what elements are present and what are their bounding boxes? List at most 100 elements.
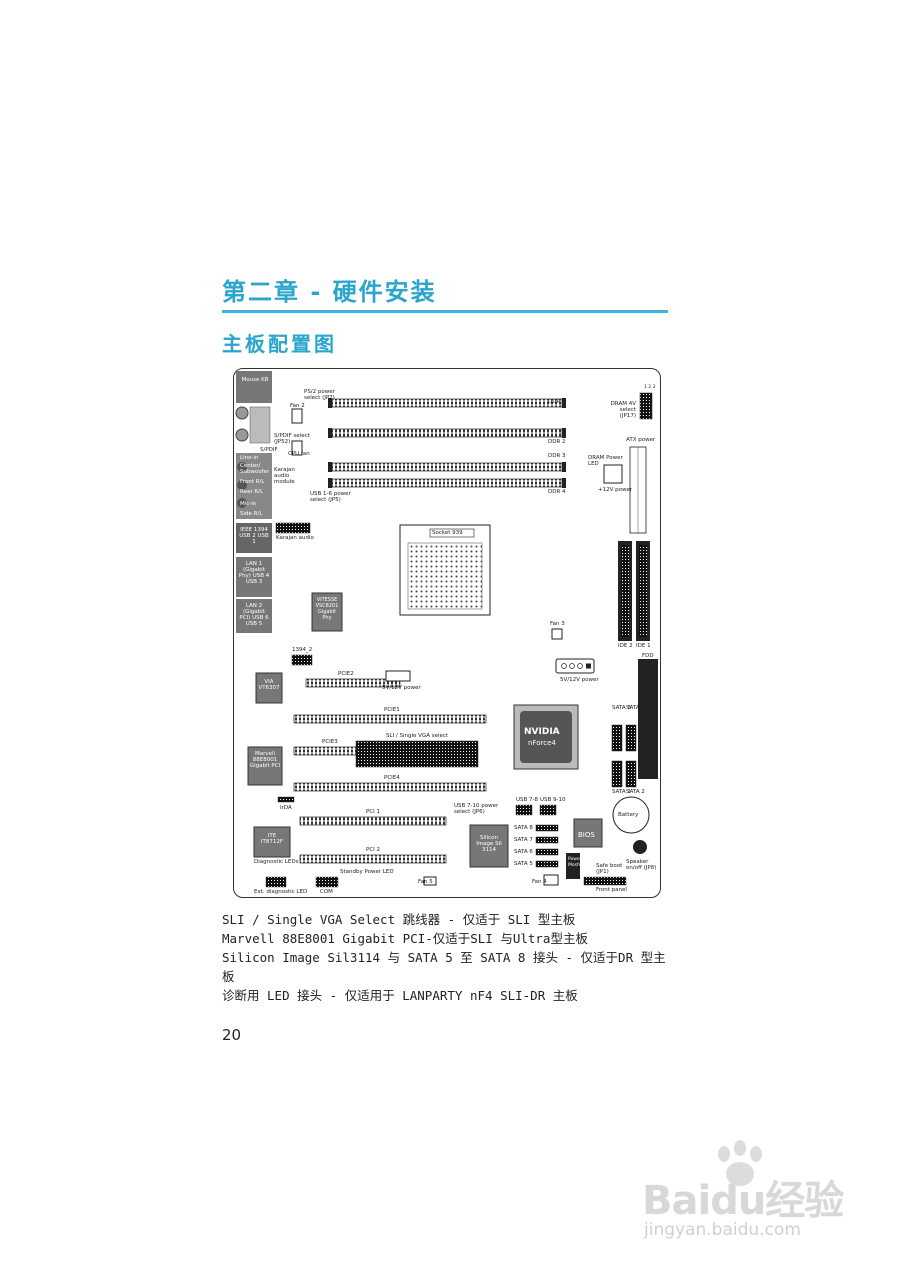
label-usb710-power: USB 7-10 power select (JP6) [454, 803, 499, 815]
label-usb16-power: USB 1-6 power select (JP5) [310, 491, 351, 503]
label-5v12v-power: 5V/12V power [560, 677, 599, 683]
label-ide1: IDE 1 [636, 643, 651, 649]
page-number: 20 [222, 1026, 242, 1044]
label-atx-power: ATX power [626, 437, 656, 443]
label-sata4: SATA 4 [626, 705, 645, 711]
label-ext-diagnostic-led: Ext. diagnostic LED [254, 889, 308, 895]
label-ps2-power-select: PS/2 power select (JP7) [304, 389, 335, 401]
label-line-in: Line-in [240, 455, 259, 461]
note-line: Marvell 88E8001 Gigabit PCI-仅适于SLI 与Ultr… [222, 931, 588, 946]
label-silicon-image: Silicon Image SiI 3114 [476, 835, 502, 853]
watermark: Baidu经验 jingyan.baidu.com [640, 1140, 880, 1270]
label-standby-power-led: Standby Power LED [340, 869, 394, 875]
label-fan5: Fan 5 [418, 879, 433, 885]
paw-icon [718, 1140, 762, 1186]
label-fan3: Fan 3 [550, 621, 565, 627]
label-sata6: SATA 6 [514, 849, 533, 855]
mouse-kb-port [236, 371, 272, 403]
label-usb78: USB 7-8 [516, 797, 539, 803]
label-side-rl: Side R/L [240, 511, 263, 517]
label-sata2: SATA 2 [626, 789, 645, 795]
label-center-sub: Center/ Subwoofer [240, 463, 270, 475]
note-line: 诊断用 LED 接头 - 仅适用于 LANPARTY nF4 SLI-DR 主板 [222, 988, 578, 1003]
label-usb910: USB 9-10 [540, 797, 566, 803]
pcie4-slot [293, 782, 487, 792]
label-diagnostic-leds: Diagnostic LEDs [254, 859, 299, 865]
label-safe-boot: Safe boot (JP1) [596, 863, 623, 875]
motherboard-layout-diagram: Mouse KB PS/2 power select (JP7) Fan 2 D… [233, 368, 661, 898]
label-mic-in: Mic-in [240, 501, 257, 507]
label-ide2: IDE 2 [618, 643, 633, 649]
label-bios: BIOS [578, 831, 595, 839]
pci2-slot [299, 854, 447, 864]
label-sata1: SATA 1 [612, 789, 631, 795]
label-pin-nums: 1 2 3 [644, 385, 656, 390]
label-cpu-fan: CPU fan [288, 451, 310, 457]
label-lan1: LAN 1 (Gigabit Phy) USB 4 USB 3 [238, 561, 270, 585]
label-dram-power-led: DRAM Power LED [588, 455, 623, 467]
notes-block: SLI / Single VGA Select 跳线器 - 仅适于 SLI 型主… [222, 910, 672, 1005]
label-power-mosfet: Power Mosfet [568, 857, 584, 868]
label-sata7: SATA 7 [514, 837, 533, 843]
label-sli-select: SLI / Single VGA select [386, 733, 449, 739]
label-ieee1394: IEEE 1394 USB 2 USB 1 [239, 527, 269, 545]
watermark-url: jingyan.baidu.com [644, 1220, 801, 1240]
label-front-panel: Front panel [596, 887, 627, 893]
vitesse-chip [311, 592, 343, 632]
label-nvidia: NVIDIA [524, 727, 560, 737]
label-5v12v-power-2: 5V/12V power [382, 685, 421, 691]
chapter-title: 第二章 - 硬件安装 [222, 278, 437, 306]
label-sata8: SATA 8 [514, 825, 533, 831]
marvell-chip [247, 746, 283, 786]
label-dram4v: DRAM 4V select (JP17) [610, 401, 636, 419]
label-1394-2: 1394_2 [292, 647, 313, 653]
label-karajan-audio: Karajan audio [276, 535, 314, 541]
label-marvell: Marvell 88E8001 Gigabit PCI [249, 751, 281, 769]
ite-chip [253, 826, 291, 858]
label-pcie2: PCIE2 [338, 671, 354, 677]
label-12v-power: +12V power [598, 487, 633, 493]
label-spdif: S/PDIF [260, 447, 278, 453]
sli-select-jumper [355, 740, 479, 768]
label-via: VIA VT6307 [258, 679, 280, 691]
label-fan2: Fan 2 [290, 403, 305, 409]
label-com: COM [320, 889, 333, 895]
label-nforce4: nForce4 [528, 739, 556, 747]
label-karajan-module: Karajan audio module [274, 467, 295, 485]
battery [612, 796, 650, 834]
pcie3-slot [293, 746, 359, 756]
label-battery: Battery [618, 812, 639, 818]
pci1-slot [299, 816, 447, 826]
silicon-image-chip [469, 824, 509, 868]
label-rear-rl: Rear R/L [240, 489, 264, 495]
lan1-usb-port [236, 557, 272, 597]
note-line: SLI / Single VGA Select 跳线器 - 仅适于 SLI 型主… [222, 912, 576, 927]
label-speaker: Speaker on/off (JP8) [626, 859, 657, 871]
label-pcie3: PCIE3 [322, 739, 338, 745]
label-sata5: SATA 5 [514, 861, 533, 867]
ddr-slots [328, 398, 566, 488]
label-spdif-select: S/PDIF select (JP52) [274, 433, 310, 445]
label-front-rl: Front R/L [240, 479, 265, 485]
label-fdd: FDD [642, 653, 654, 659]
label-fan4: Fan 4 [532, 879, 547, 885]
label-ite: ITE IT8712F [260, 833, 284, 845]
label-ddr3: DDR 3 [548, 453, 566, 459]
ieee1394-usb-port [236, 523, 272, 553]
via-chip [255, 672, 283, 704]
label-pci1: PCI 1 [366, 809, 381, 815]
pcie1-slot [293, 714, 487, 724]
label-irda: IrDA [280, 805, 292, 811]
watermark-logo: Baidu经验 [642, 1178, 844, 1224]
label-pci2: PCI 2 [366, 847, 381, 853]
label-vitesse: VITESSE VSC8201 Gigabit Phy [315, 597, 339, 621]
board-drawing [235, 371, 658, 888]
section-title: 主板配置图 [222, 332, 337, 356]
label-sata3: SATA 3 [612, 705, 631, 711]
label-clear-cmos: Clear CMOS (JP2) [638, 753, 655, 771]
label-ddr2: DDR 2 [548, 439, 566, 445]
lan2-usb-port [236, 599, 272, 633]
label-ddr4: DDR 4 [548, 489, 566, 495]
label-pcie4: PCIE4 [384, 775, 400, 781]
fdd-connector [638, 659, 658, 779]
